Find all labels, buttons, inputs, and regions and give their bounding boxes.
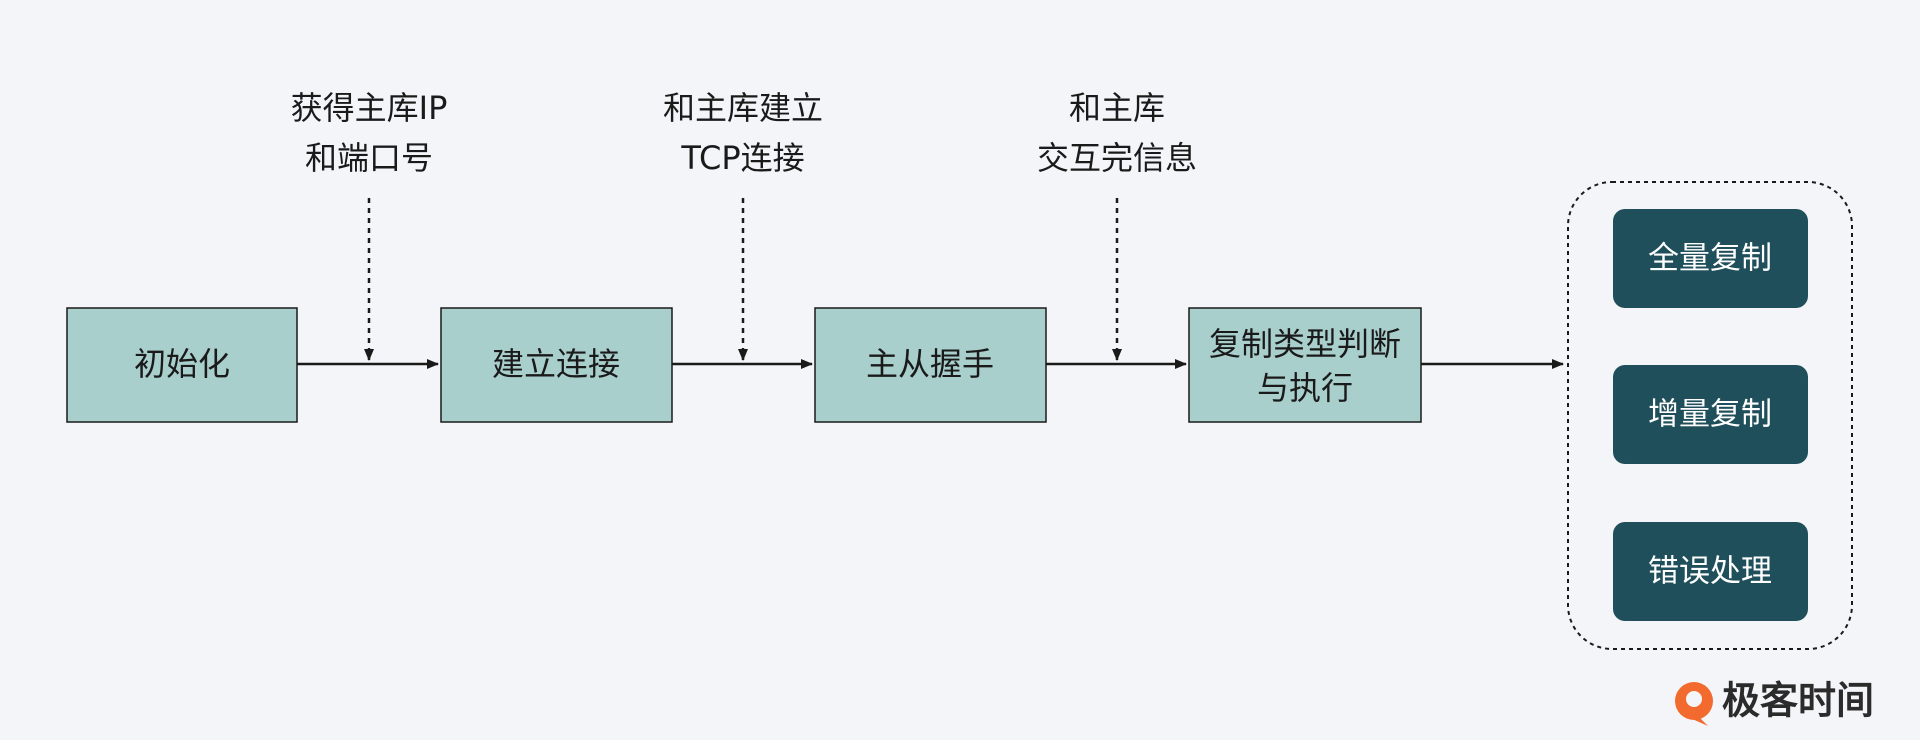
annotation-3-line1: 和主库 [1069,89,1165,127]
brand-logo-text: 极客时间 [1722,679,1874,723]
annotation-1-line1: 获得主库IP [291,89,448,127]
step-box-handshake [814,307,1047,423]
step-label-connect: 建立连接 [492,345,620,383]
outcome-label-error-handling: 错误处理 [1648,554,1772,590]
step-label-replication-line2: 与执行 [1257,369,1353,407]
outcome-label-incremental-sync: 增量复制 [1648,397,1772,433]
outcome-label-full-sync: 全量复制 [1648,241,1772,277]
outcomes-container [1567,181,1853,650]
outcome-box-incremental-sync [1613,365,1808,464]
annotation-2-line1: 和主库建立 [663,89,823,127]
step-box-connect [440,307,673,423]
brand-logo-icon-hole [1686,691,1702,707]
step-label-replication-line1: 复制类型判断 [1209,325,1401,363]
annotation-3-line2: 交互完信息 [1037,139,1197,177]
step-label-handshake: 主从握手 [866,345,994,383]
step-label-init: 初始化 [134,345,230,383]
step-box-replication [1188,307,1422,423]
outcome-box-error-handling [1613,522,1808,621]
step-box-init [66,307,298,423]
annotation-2-line2: TCP连接 [680,139,804,177]
annotation-1-line2: 和端口号 [305,139,433,177]
outcome-box-full-sync [1613,209,1808,308]
brand-logo-icon-tail [1690,712,1708,726]
brand-logo: 极客时间 [1675,679,1874,726]
